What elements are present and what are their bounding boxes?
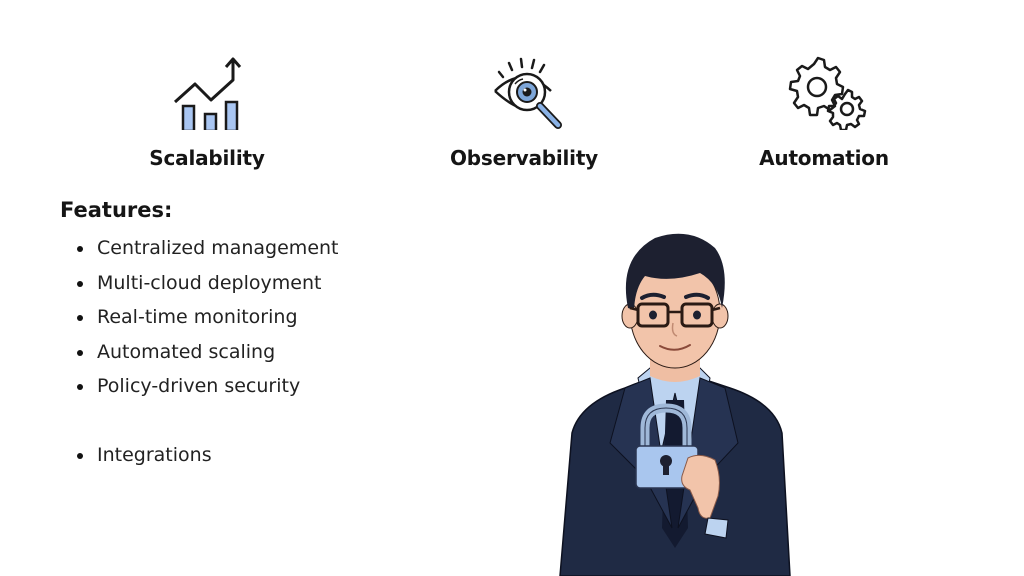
gears-icon — [788, 56, 867, 130]
list-item: Multi-cloud deployment — [60, 271, 339, 306]
list-item: Centralized management — [60, 236, 339, 271]
features-title: Features: — [60, 198, 173, 222]
list-item: Integrations — [60, 443, 339, 478]
growth-chart-icon — [173, 57, 242, 130]
scalability-label: Scalability — [149, 146, 265, 170]
businessman-holding-padlock-illustration — [559, 233, 791, 576]
automation-label: Automation — [759, 146, 889, 170]
feature-observability: Observability — [424, 40, 624, 170]
features-list: Centralized management Multi-cloud deplo… — [60, 236, 339, 477]
list-item: Automated scaling — [60, 340, 339, 375]
observability-label: Observability — [449, 146, 599, 170]
features-section: Features: Centralized management Multi-c… — [60, 198, 339, 477]
list-item: Real-time monitoring — [60, 305, 339, 340]
eye-magnifier-icon — [493, 57, 562, 129]
list-item: Policy-driven security — [60, 374, 339, 409]
feature-automation: Automation — [724, 40, 924, 170]
feature-scalability: Scalability — [107, 40, 307, 170]
